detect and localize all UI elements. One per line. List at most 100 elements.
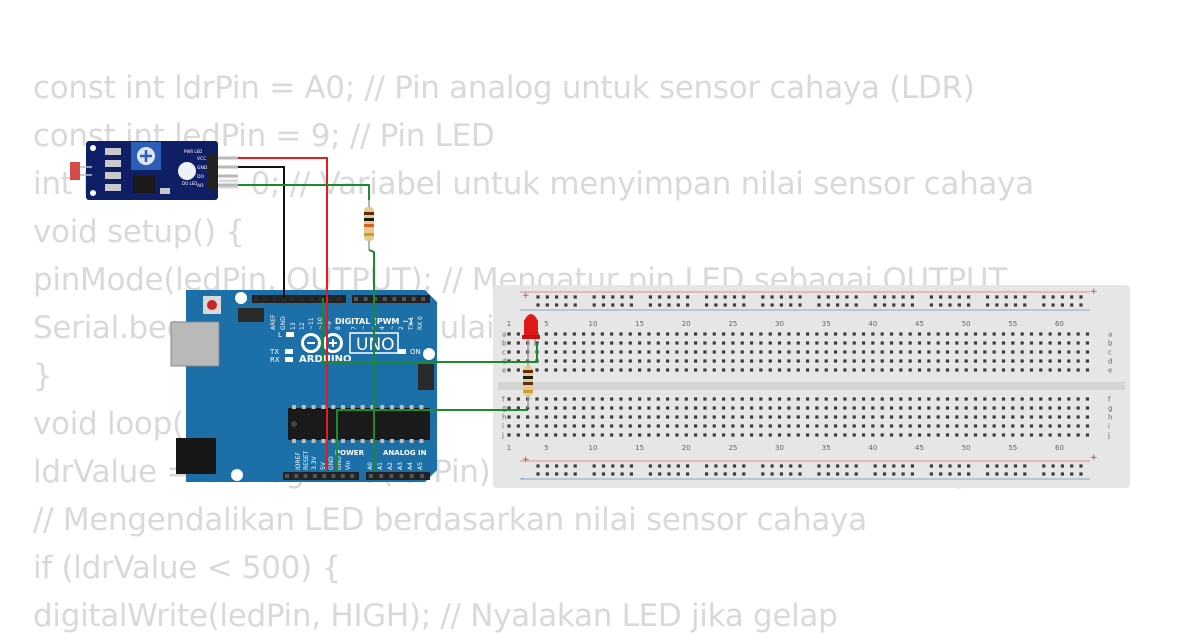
sensor-pin-label: VCC	[197, 156, 206, 162]
header-pins	[254, 297, 426, 478]
code-line: const int ledPin = 9; // Pin LED	[33, 118, 495, 154]
row-letter: a	[502, 331, 506, 339]
row-letter: c	[502, 349, 506, 357]
rail-plus-label: +	[1090, 453, 1098, 463]
code-line: int ldrValue = 0; // Variabel untuk meny…	[33, 166, 1034, 202]
pin-label: 5V	[320, 461, 327, 470]
pin-label: 12	[299, 322, 306, 330]
code-line: // Mengendalikan LED berdasarkan nilai s…	[33, 502, 867, 538]
usb-port	[170, 321, 220, 367]
comparator-chip	[133, 176, 155, 193]
pin-label: A0	[367, 462, 374, 470]
wire-ao[interactable]	[238, 184, 370, 200]
row-letter: b	[1108, 340, 1113, 348]
column-number: 25	[728, 444, 737, 452]
digital-header-left	[252, 295, 346, 303]
rail-plus-label: +	[522, 291, 530, 301]
column-number: 30	[775, 444, 784, 452]
column-number: 55	[1008, 320, 1017, 328]
pin-label: GND	[280, 316, 287, 330]
pin-label: A5	[417, 462, 424, 470]
pin-label: A3	[397, 462, 404, 470]
breadboard[interactable]: + + + + - 115510101515202025253030353540…	[493, 285, 1130, 488]
code-line: digitalWrite(ledPin, HIGH); // Nyalakan …	[33, 598, 838, 634]
pin-label: 2	[398, 326, 405, 330]
pin-label: 3.3V	[311, 455, 318, 470]
column-number: 60	[1055, 444, 1064, 452]
column-number: 15	[635, 444, 644, 452]
breadboard-center-channel	[498, 382, 1125, 390]
rx-label: RX	[270, 356, 280, 364]
wires	[238, 157, 538, 472]
ldr-sensor-module[interactable]: PWR LED DO LED VCC GND DO AO	[70, 141, 238, 200]
pin-label: GND	[336, 456, 343, 470]
row-letter: b	[502, 340, 507, 348]
pin-label: IOREF	[295, 452, 302, 470]
row-letter: h	[1108, 414, 1112, 422]
brand-label: ARDUINO	[299, 354, 351, 365]
column-number: 1	[507, 320, 511, 328]
pin-label: 8	[335, 326, 342, 330]
code-line: if (ldrValue < 500) {	[33, 550, 341, 586]
pwr-led-label: PWR LED	[184, 149, 202, 154]
power-jack	[176, 438, 216, 474]
code-line: const int ldrPin = A0; // Pin analog unt…	[33, 70, 975, 106]
row-letter: c	[1108, 349, 1112, 357]
microcontroller-chip	[288, 408, 430, 440]
resistor-1[interactable]	[364, 200, 374, 250]
column-number: 25	[728, 320, 737, 328]
analog-label: ANALOG IN	[383, 449, 427, 457]
sensor-pin-label: DO	[197, 174, 204, 180]
pin-label: A4	[407, 462, 414, 470]
pin-label: A2	[387, 462, 394, 470]
led[interactable]	[522, 314, 540, 350]
column-number: 50	[962, 444, 971, 452]
pin-label: 7	[351, 326, 358, 330]
sensor-pin-label: AO	[197, 183, 204, 189]
wire-pin9[interactable]	[322, 298, 538, 363]
resistor-2[interactable]	[523, 350, 533, 408]
sensor-pin-label: GND	[197, 165, 208, 171]
column-number: 1	[507, 444, 511, 452]
pin-label: TX 1	[408, 316, 415, 331]
row-letter: i	[502, 423, 504, 431]
column-number: 60	[1055, 320, 1064, 328]
column-number: 35	[822, 444, 831, 452]
rail-plus-label: +	[1090, 287, 1098, 297]
power-header	[283, 472, 359, 480]
column-number: 15	[635, 320, 644, 328]
row-letter: a	[1108, 331, 1112, 339]
pin-label: ~9	[326, 321, 333, 330]
power-label: POWER	[335, 449, 365, 457]
pin-label: ~11	[308, 317, 315, 330]
pin-label: ~10	[317, 317, 324, 330]
row-letter: e	[502, 367, 506, 375]
photoresistor	[70, 162, 80, 180]
model-label: UNO	[356, 335, 395, 355]
pin-label: 13	[290, 322, 297, 330]
wire-vcc[interactable]	[238, 157, 328, 470]
wire-a0[interactable]	[368, 249, 375, 472]
sensor-led-icon	[178, 162, 196, 180]
arduino-logo-icon	[301, 333, 343, 353]
pin-label: RESET	[303, 450, 310, 470]
column-number: 40	[868, 320, 877, 328]
do-led-label: DO LED	[182, 181, 197, 186]
column-number: 5	[544, 320, 548, 328]
column-number: 20	[682, 444, 691, 452]
code-line: }	[33, 358, 53, 394]
column-number: 30	[775, 320, 784, 328]
l-label: L	[278, 331, 282, 339]
column-number: 10	[589, 320, 598, 328]
digital-header-right	[352, 295, 430, 303]
pin-label: A1	[377, 462, 384, 470]
column-number: 5	[544, 444, 548, 452]
wire-gnd[interactable]	[238, 166, 285, 298]
breadboard-holes	[507, 295, 1090, 476]
row-letter: g	[502, 405, 506, 413]
tx-label: TX	[269, 348, 279, 356]
column-number: 45	[915, 320, 924, 328]
wire-led-gnd[interactable]	[336, 409, 528, 472]
